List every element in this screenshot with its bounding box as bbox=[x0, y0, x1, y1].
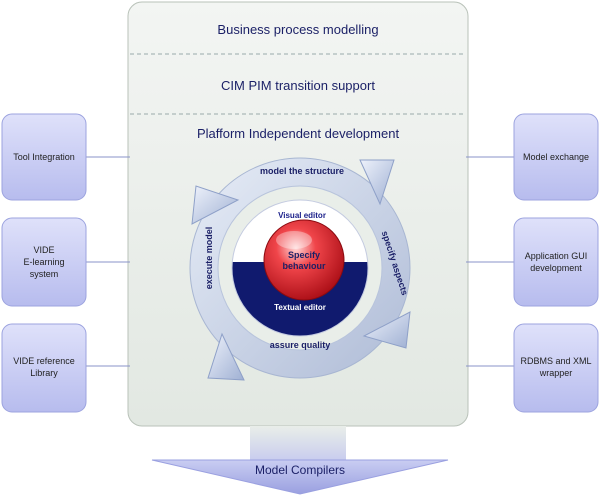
svg-text:VIDE: VIDE bbox=[33, 245, 54, 255]
svg-text:development: development bbox=[530, 263, 582, 273]
right-box-gui-development: Application GUI development bbox=[513, 217, 599, 307]
band-cim-pim: CIM PIM transition support bbox=[221, 78, 375, 93]
svg-text:system: system bbox=[30, 269, 59, 279]
cycle-arrow-bottom-right bbox=[362, 311, 411, 349]
core-upper-label: Visual editor bbox=[278, 211, 326, 220]
svg-text:RDBMS and XML: RDBMS and XML bbox=[520, 356, 591, 366]
cycle-arrow-bottom-left bbox=[207, 332, 245, 381]
left-box-elearning: VIDE E-learning system bbox=[1, 217, 87, 307]
cycle-label-left: execute model bbox=[204, 227, 214, 290]
svg-text:Tool Integration: Tool Integration bbox=[13, 152, 75, 162]
svg-text:Model exchange: Model exchange bbox=[523, 152, 589, 162]
right-box-rdbms-xml: RDBMS and XML wrapper bbox=[513, 323, 599, 413]
specify-behaviour-sphere bbox=[263, 219, 345, 301]
cycle-label-bottom: assure quality bbox=[270, 340, 331, 350]
cycle-arrow-top-left bbox=[191, 185, 240, 225]
core-center-label-2: behaviour bbox=[282, 261, 326, 271]
output-label: Model Compilers bbox=[255, 463, 345, 477]
core-outline bbox=[231, 199, 369, 337]
core-lower-label: Textual editor bbox=[274, 303, 326, 312]
svg-text:Library: Library bbox=[30, 368, 58, 378]
left-box-tool-integration: Tool Integration bbox=[1, 113, 87, 201]
cycle-arrow-top-right bbox=[359, 159, 395, 206]
svg-text:Application GUI: Application GUI bbox=[525, 251, 588, 261]
svg-text:E-learning: E-learning bbox=[23, 257, 64, 267]
band-platform-independent: Plafform Independent development bbox=[197, 126, 400, 141]
core-center-label-1: Specify bbox=[288, 250, 320, 260]
svg-text:VIDE reference: VIDE reference bbox=[13, 356, 75, 366]
left-box-reference-library: VIDE reference Library bbox=[1, 323, 87, 413]
sphere-highlight bbox=[276, 231, 312, 249]
band-business-process: Business process modelling bbox=[217, 22, 378, 37]
output-arrow-stem bbox=[250, 426, 346, 460]
right-box-model-exchange: Model exchange bbox=[513, 113, 599, 201]
output-arrow-head bbox=[151, 459, 449, 495]
svg-text:wrapper: wrapper bbox=[539, 368, 573, 378]
cycle-label-top: model the structure bbox=[260, 166, 344, 176]
